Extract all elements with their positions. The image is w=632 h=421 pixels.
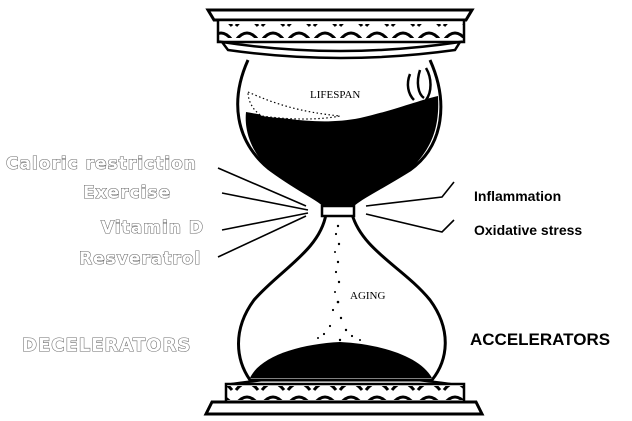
decelerator-vitamin-d: Vitamin D — [101, 218, 204, 238]
lifespan-label: LIFESPAN — [310, 89, 360, 101]
accelerator-inflammation: Inflammation — [474, 188, 561, 204]
aging-label: AGING — [350, 290, 385, 302]
accelerator-oxidative-stress: Oxidative stress — [474, 222, 582, 238]
arrow-inflammation — [366, 182, 454, 206]
arrow-oxidative-stress — [366, 214, 454, 232]
decelerator-resveratrol: Resveratrol — [79, 249, 201, 269]
decelerator-exercise: Exercise — [83, 183, 171, 203]
decelerators-heading: DECELERATORS — [22, 335, 191, 356]
accelerators-heading: ACCELERATORS — [470, 330, 610, 350]
decelerator-caloric-restriction: Caloric restriction — [6, 154, 197, 174]
